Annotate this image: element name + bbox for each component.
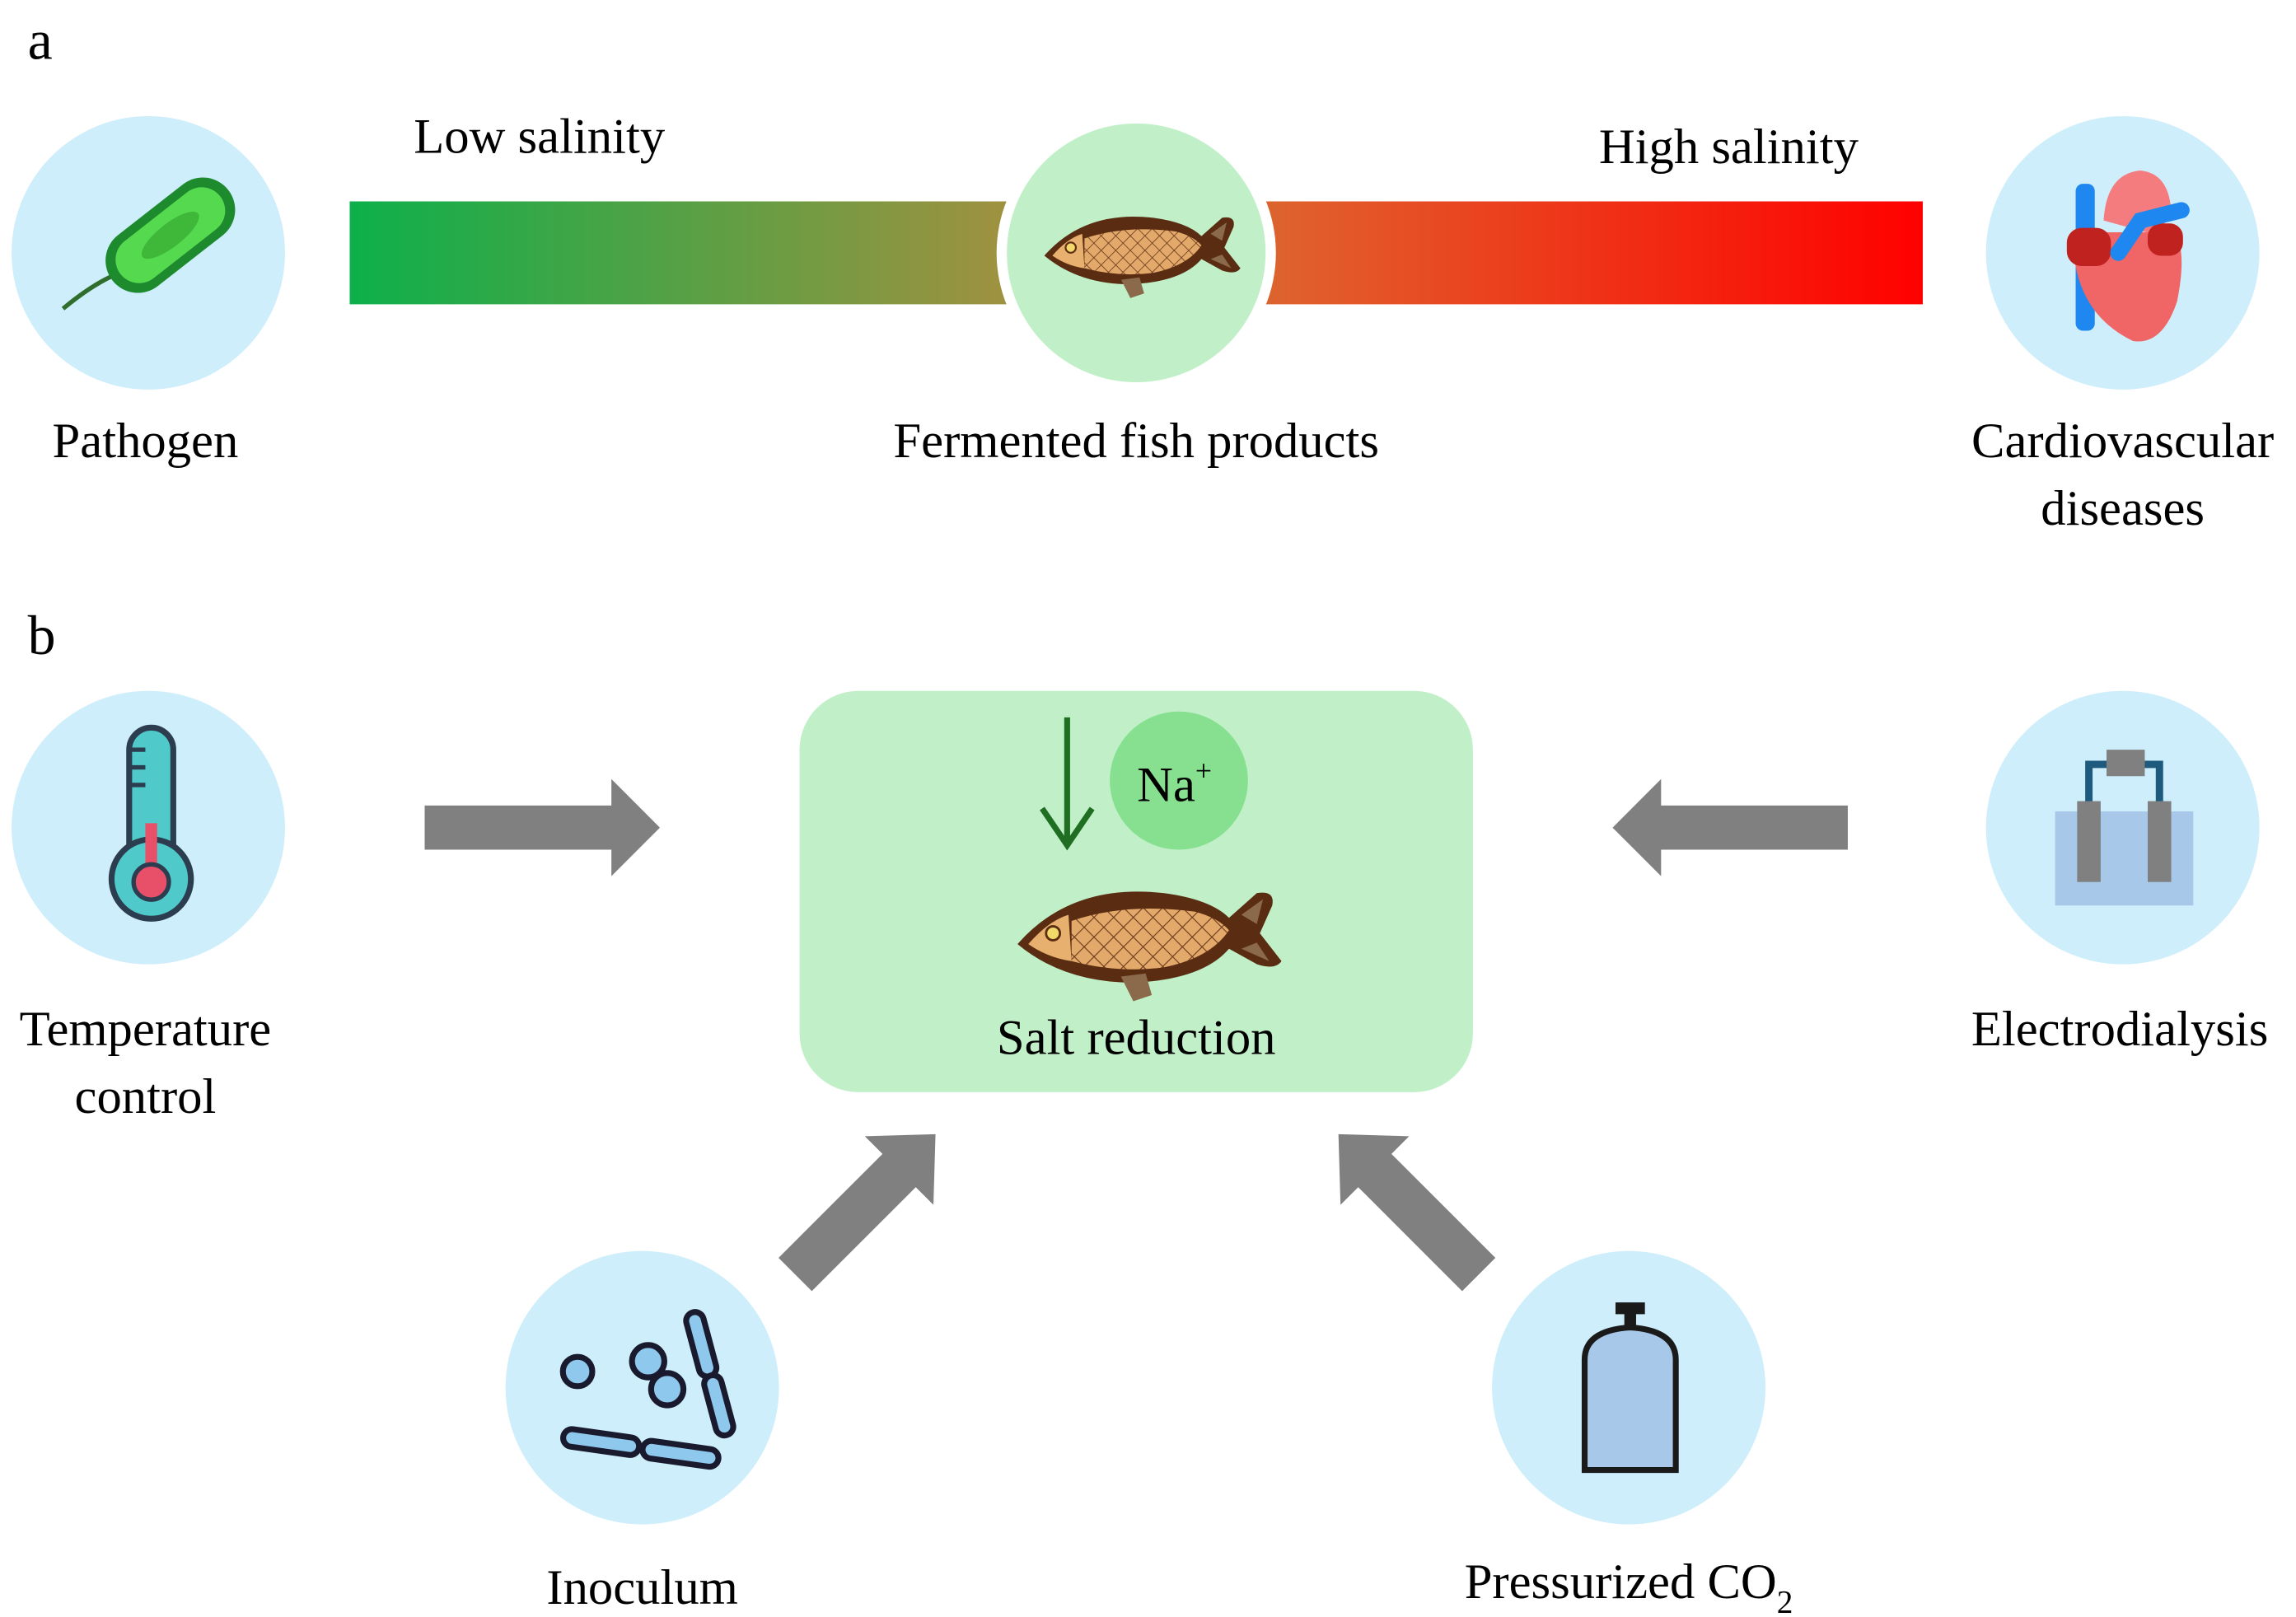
arrow-inoculum — [779, 1133, 936, 1292]
panel-letter-b: b — [28, 605, 56, 666]
salt-reduction-label: Salt reduction — [997, 1011, 1276, 1066]
electrodialysis-label: Electrodialysis — [1971, 1002, 2268, 1057]
sodium-ion-badge — [1110, 711, 1248, 850]
pathogen-label: Pathogen — [53, 414, 239, 469]
arrow-electrodialysis — [1612, 778, 1848, 876]
electrodialysis-icon — [1985, 690, 2260, 965]
decrease-arrow-icon — [1040, 717, 1095, 851]
inoculum-label: Inoculum — [546, 1560, 737, 1615]
temperature-label-line1: Temperature — [20, 1002, 272, 1057]
panel-letter-a: a — [28, 9, 53, 71]
microorganisms-icon — [505, 1250, 779, 1525]
temperature-label-line2: control — [75, 1069, 217, 1124]
pathogen-icon — [12, 115, 285, 390]
high-salinity-label: High salinity — [1599, 119, 1859, 175]
salt-reduction-box — [799, 690, 1473, 1092]
cardiovascular-label-line2: diseases — [2041, 481, 2205, 536]
cardiovascular-label-line1: Cardiovascular — [1971, 414, 2274, 469]
fermented-fish-label: Fermented fish products — [893, 414, 1379, 469]
sodium-ion-label: Na+ — [1137, 755, 1212, 813]
low-salinity-label: Low salinity — [414, 110, 666, 165]
fermented-fish-icon — [996, 113, 1276, 393]
arrow-temperature — [424, 778, 661, 876]
gas-cylinder-icon — [1492, 1250, 1766, 1525]
arrow-co2 — [1338, 1133, 1496, 1292]
heart-icon — [1985, 115, 2260, 390]
pressurized-co2-label: Pressurized CO2 — [1465, 1554, 1793, 1617]
thermometer-icon — [12, 690, 285, 965]
